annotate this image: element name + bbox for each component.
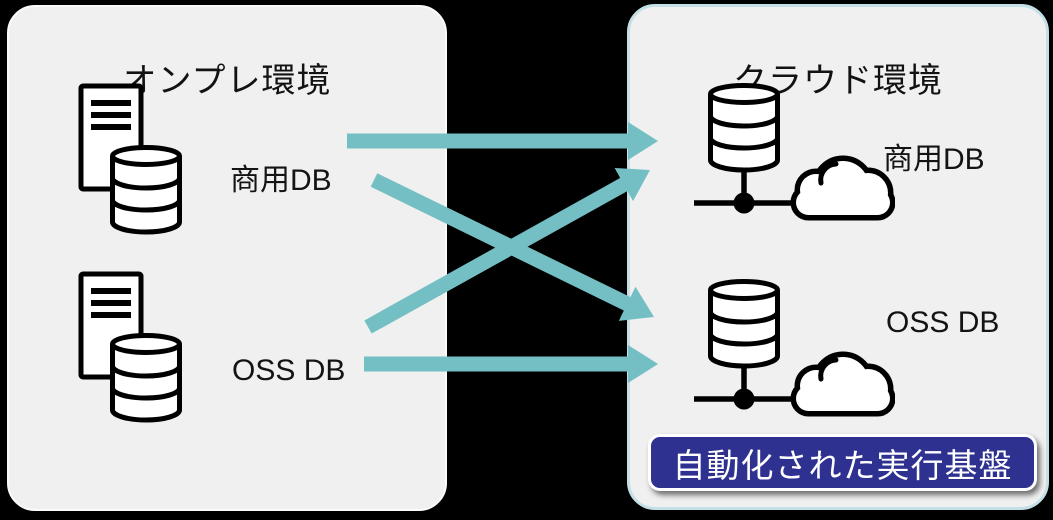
database-cylinder-icon <box>113 336 180 421</box>
cloud-oss-db-label: OSS DB <box>886 306 1000 339</box>
cloud-database-icon <box>694 79 895 221</box>
onprem-panel-title: オンプレ環境 <box>122 62 332 101</box>
database-cylinder-icon <box>711 282 778 367</box>
database-cylinder-icon <box>113 148 180 233</box>
cloud-icon <box>796 357 890 411</box>
automation-platform-badge: 自動化された実行基盤 <box>648 434 1037 491</box>
onprem-oss-db-label: OSS DB <box>232 354 346 387</box>
server-database-icon <box>78 271 188 431</box>
cloud-icon <box>796 161 890 215</box>
network-node-icon <box>733 192 755 214</box>
network-node-icon <box>733 388 755 410</box>
database-cylinder-icon <box>711 86 778 171</box>
cloud-panel: クラウド環境 商用DB OSS DB 自動化された実行基盤 <box>627 4 1049 510</box>
cloud-database-icon <box>694 275 895 417</box>
onprem-panel: オンプレ環境 商用DB OSS DB <box>7 5 447 511</box>
cloud-commercial-db-label: 商用DB <box>883 143 985 176</box>
server-database-icon <box>78 83 188 243</box>
automation-platform-badge-label: 自動化された実行基盤 <box>672 446 1013 484</box>
onprem-commercial-db-label: 商用DB <box>230 164 332 197</box>
